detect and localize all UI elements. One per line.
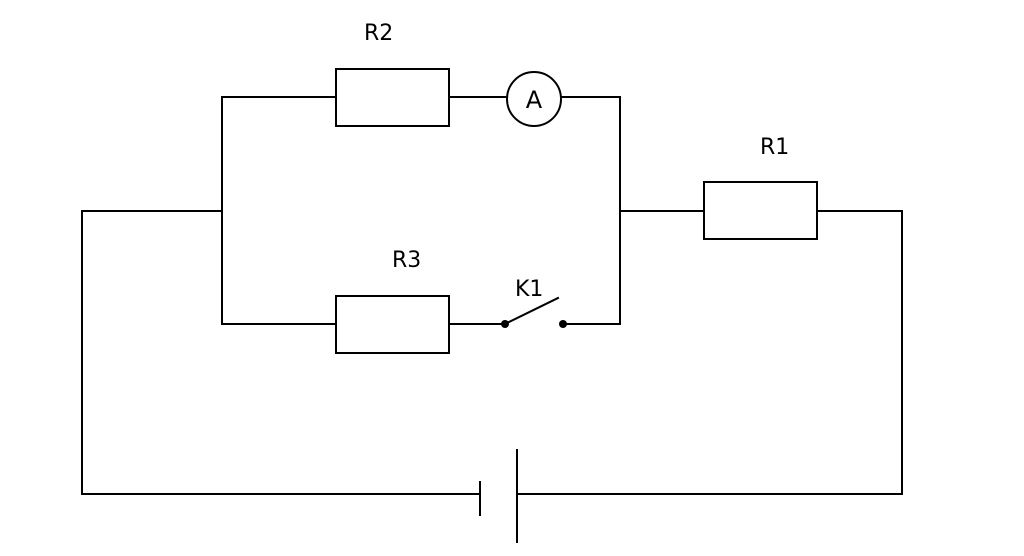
label-r3: R3 bbox=[392, 248, 421, 273]
right-node-wires bbox=[619, 96, 903, 495]
resistor-r1-body bbox=[703, 181, 818, 240]
ammeter-letter: A bbox=[526, 86, 543, 114]
resistor-r2 bbox=[335, 68, 450, 127]
label-k1: K1 bbox=[515, 277, 543, 302]
ammeter-circle bbox=[506, 71, 562, 127]
resistor-r3-body bbox=[335, 295, 450, 354]
label-r2: R2 bbox=[364, 21, 393, 46]
resistor-r3 bbox=[335, 295, 450, 354]
switch-right-contact bbox=[559, 320, 567, 328]
resistor-r1 bbox=[703, 181, 818, 240]
battery bbox=[479, 449, 518, 543]
label-r1: R1 bbox=[760, 135, 789, 160]
left-node-wires bbox=[81, 96, 223, 495]
switch-blade bbox=[503, 296, 560, 326]
switch-k1 bbox=[501, 296, 567, 328]
resistor-r2-body bbox=[335, 68, 450, 127]
ammeter: A bbox=[506, 71, 562, 127]
